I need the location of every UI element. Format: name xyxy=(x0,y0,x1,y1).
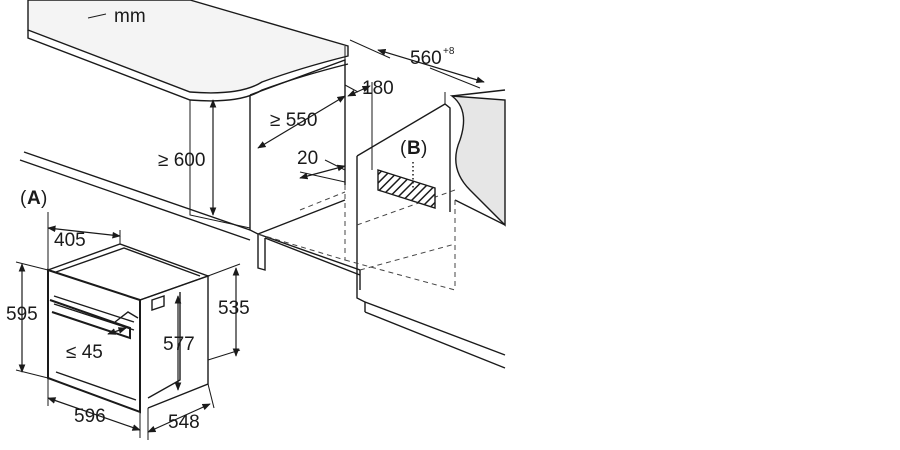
svg-text:(: ( xyxy=(400,138,407,159)
oven-height-label: 595 xyxy=(6,304,38,325)
oven-depth-label: 548 xyxy=(168,412,200,433)
oven xyxy=(47,243,211,414)
floor-gap-label: 20 xyxy=(297,148,318,169)
units-label: mm xyxy=(114,6,146,27)
oven-body-height-label: 577 xyxy=(163,334,195,355)
niche-depth-label: ≥ 550 xyxy=(270,110,317,131)
svg-text:): ) xyxy=(421,138,427,159)
niche-height-label: ≥ 600 xyxy=(158,150,205,171)
oven-side-height-label: 535 xyxy=(218,298,250,319)
vent-width-label: 180 xyxy=(362,78,394,99)
worktop-right xyxy=(449,95,506,227)
vent-tag: ( B ) xyxy=(400,138,427,159)
niche-width-tolerance: +8 xyxy=(443,46,455,57)
niche-width-value: 560 xyxy=(410,48,442,69)
ventilation-slot xyxy=(377,169,436,209)
oven-tag-letter: A xyxy=(27,188,41,209)
oven-top xyxy=(47,243,211,301)
oven-front xyxy=(47,268,141,414)
units-label-group: mm xyxy=(87,6,146,27)
svg-text:): ) xyxy=(41,188,47,209)
niche-width-label: 560 +8 xyxy=(410,46,455,69)
oven-handle xyxy=(49,299,131,340)
oven-tag: ( A ) xyxy=(20,188,47,209)
cabinet-niche xyxy=(19,0,506,369)
dimension-lines xyxy=(15,48,485,440)
vent-tag-letter: B xyxy=(407,138,421,159)
niche-left-panel xyxy=(249,95,266,271)
svg-text:(: ( xyxy=(20,188,27,209)
oven-width-label: 596 xyxy=(74,406,106,427)
oven-front-depth-label: 405 xyxy=(54,230,86,251)
worktop-left xyxy=(27,0,349,94)
handle-depth-label: ≤ 45 xyxy=(66,342,103,363)
niche-right-panel xyxy=(356,156,366,312)
oven-side xyxy=(139,275,209,409)
